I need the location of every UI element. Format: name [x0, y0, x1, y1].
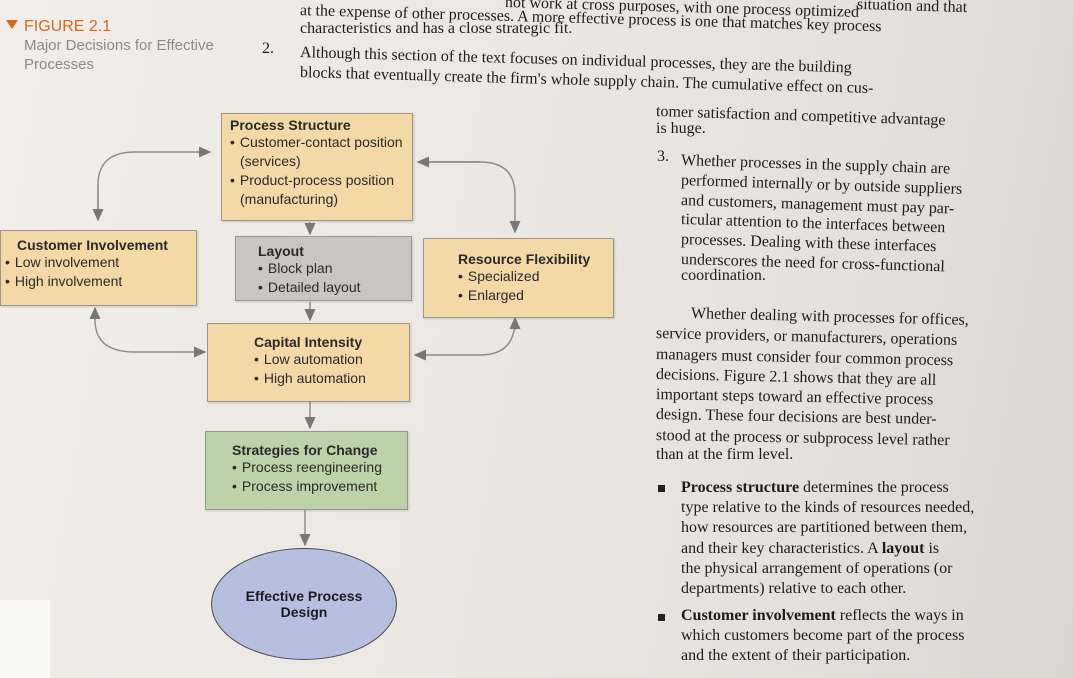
resource-flexibility-title: Resource Flexibility	[458, 251, 591, 267]
strategies-for-change-item: Process reengineering	[232, 458, 399, 477]
strategies-for-change-box: Strategies for Change Process reengineer…	[205, 431, 408, 510]
effective-process-design-line: Effective Process	[245, 588, 363, 604]
process-structure-title: Process Structure	[230, 117, 351, 133]
process-structure-item-cont: (services)	[240, 153, 301, 169]
customer-involvement-item: High involvement	[5, 272, 190, 291]
strategies-for-change-item: Process improvement	[232, 477, 399, 496]
effective-process-design-line: Design	[280, 604, 328, 620]
layout-title: Layout	[258, 243, 304, 259]
layout-item: Block plan	[258, 259, 403, 278]
customer-involvement-box: Customer Involvement Low involvement Hig…	[0, 230, 197, 306]
process-structure-box: Process Structure Customer-contact posit…	[221, 113, 413, 221]
figure-subtitle: Major Decisions for Effective Processes	[24, 37, 214, 73]
capital-intensity-box: Capital Intensity Low automation High au…	[207, 323, 410, 402]
effective-process-design-ellipse: Effective Process Design	[211, 548, 397, 660]
process-structure-item: Product-process position	[230, 171, 404, 190]
strategies-for-change-title: Strategies for Change	[232, 442, 378, 458]
figure-caption: FIGURE 2.1 Major Decisions for Effective…	[6, 18, 224, 74]
resource-flexibility-item: Enlarged	[458, 286, 605, 305]
process-structure-item: Customer-contact position	[230, 133, 404, 152]
figure-label: FIGURE 2.1	[24, 18, 112, 35]
customer-involvement-title: Customer Involvement	[17, 237, 168, 253]
layout-item: Detailed layout	[258, 278, 403, 297]
customer-involvement-item: Low involvement	[5, 253, 190, 272]
resource-flexibility-box: Resource Flexibility Specialized Enlarge…	[423, 238, 614, 318]
resource-flexibility-item: Specialized	[458, 267, 605, 286]
triangle-marker-icon	[6, 20, 18, 29]
capital-intensity-item: Low automation	[254, 350, 401, 369]
capital-intensity-title: Capital Intensity	[254, 334, 363, 350]
page-corner-shadow	[0, 600, 50, 678]
process-structure-item-cont: (manufacturing)	[240, 191, 339, 207]
layout-box: Layout Block plan Detailed layout	[235, 236, 412, 301]
capital-intensity-item: High automation	[254, 369, 401, 388]
